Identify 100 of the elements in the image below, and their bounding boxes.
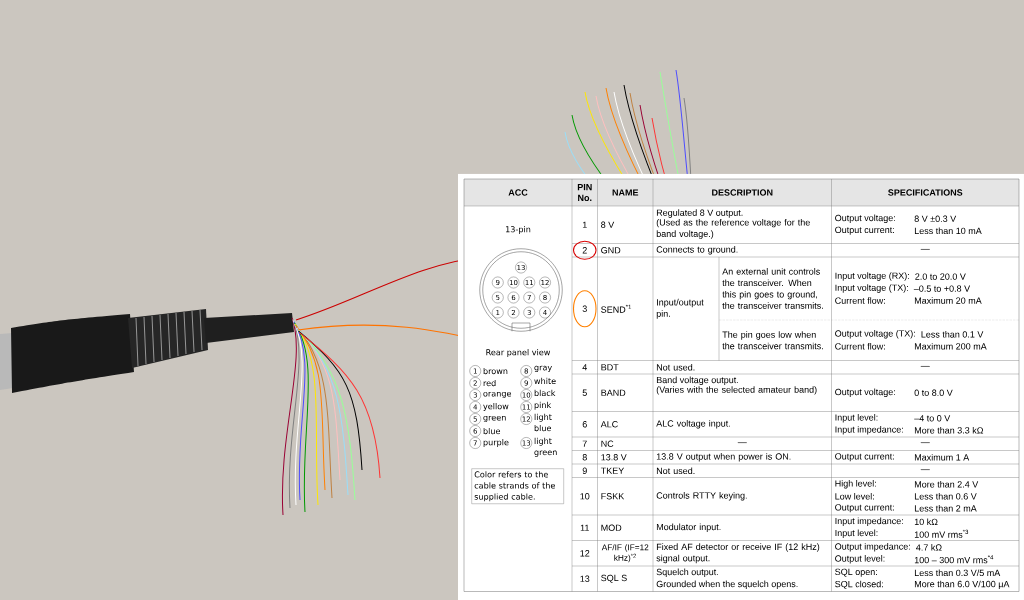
- spec-value: 2.0 to 20.0 V: [915, 273, 966, 280]
- spec-label: Output current:: [835, 504, 894, 513]
- spec-label: Output current:: [835, 453, 894, 462]
- pin-number: 13: [580, 575, 590, 582]
- color-key-text: blue: [483, 427, 501, 435]
- color-key-text: red: [483, 379, 496, 387]
- spec-label: Low level:: [835, 492, 874, 500]
- spec-label: Input level:: [835, 414, 878, 423]
- spec-label: Input impedance:: [835, 517, 903, 526]
- spec-value: 8 V ±0.3 V: [914, 215, 957, 222]
- not-applicable-dash: —: [737, 442, 747, 444]
- description-text: An external unit controls the transceiver. When this pin goes to ground, the transceiver transmits.: [722, 268, 823, 309]
- spec-value: Less than 0.1 V: [921, 331, 984, 338]
- description-text: Controls RTTY keying.: [656, 492, 747, 501]
- pin-number: 7: [582, 440, 587, 447]
- spec-label: Input voltage (TX):: [835, 284, 908, 293]
- spec-value: More than 2.4 V: [914, 480, 979, 488]
- spec-value: –4 to 0 V: [914, 415, 951, 422]
- description-text: Fixed AF detector or receive IF (12 kHz) signal output.: [656, 543, 820, 564]
- color-key-text: light green: [534, 437, 557, 457]
- spec-label: Input level:: [835, 529, 878, 538]
- description-text: ALC voltage input.: [656, 420, 730, 429]
- spec-value: Less than 0.6 V: [914, 492, 977, 500]
- signal-name: BAND: [601, 389, 626, 396]
- pin-number: 3: [582, 305, 587, 312]
- color-key-text: brown: [483, 367, 508, 375]
- signal-name: SQL S: [601, 574, 627, 583]
- pin-number: 8: [582, 454, 587, 461]
- description-text: Connects to ground.: [656, 246, 738, 255]
- description-text: (Varies with the selected amateur band): [656, 386, 817, 395]
- pin-number: 2: [582, 247, 587, 254]
- pin-number: 11: [580, 524, 589, 531]
- pin-number: 6: [582, 421, 587, 428]
- column-header: PIN No.: [577, 183, 592, 202]
- signal-name: ALC: [600, 421, 618, 428]
- spec-value: –0.5 to +0.8 V: [913, 285, 971, 292]
- connector-caption: 13-pin: [506, 226, 531, 234]
- column-header: NAME: [612, 189, 639, 196]
- spec-value: Maximum 1 A: [914, 453, 970, 461]
- description-text: Grounded when the squelch opens.: [656, 580, 798, 589]
- spec-label: High level:: [835, 480, 876, 489]
- not-applicable-dash: —: [920, 365, 930, 367]
- signal-name: 8 V: [601, 221, 615, 228]
- spec-value: 100 – 300 mV rms$^{*4}$: [914, 555, 994, 564]
- column-header: ACC: [508, 189, 528, 196]
- spec-value: Less than 2 mA: [914, 504, 977, 512]
- spec-label: Output current:: [835, 226, 894, 235]
- pin-number: 4: [582, 364, 587, 371]
- signal-name: TKEY: [600, 467, 624, 474]
- signal-name: SEND$^{*1}$: [601, 304, 632, 313]
- description-text: (Used as the reference voltage for the band voltage.): [656, 218, 810, 239]
- description-text: Squelch output.: [656, 568, 718, 577]
- pin-number: 5: [582, 389, 587, 396]
- description-text: Not used.: [656, 363, 695, 371]
- color-key-text: white: [534, 377, 556, 385]
- spec-label: Output level:: [835, 555, 885, 564]
- pin-number: 10: [580, 493, 590, 500]
- signal-name: BDT: [601, 364, 619, 371]
- column-header: SPECIFICATIONS: [888, 189, 963, 196]
- spec-label: SQL open:: [835, 568, 877, 577]
- spec-value: 0 to 8.0 V: [914, 389, 953, 396]
- spec-value: 10 kΩ: [914, 518, 938, 526]
- signal-name: AF/IF (IF=12 kHz)$^{*2}$: [601, 544, 649, 563]
- description-text: Input/output pin.: [656, 298, 704, 319]
- view-caption: Rear panel view: [486, 349, 551, 357]
- color-key-text: black: [534, 389, 556, 397]
- not-applicable-dash: —: [920, 442, 930, 444]
- pin-number: 12: [580, 550, 590, 557]
- spec-value: 100 mV rms$^{*3}$: [914, 529, 969, 538]
- spec-label: Output voltage:: [835, 214, 895, 223]
- spec-label: Current flow:: [835, 297, 885, 304]
- spec-value: Less than 0.3 V/5 mA: [914, 569, 1001, 577]
- spec-value: More than 3.3 kΩ: [914, 426, 984, 434]
- spec-label: Input voltage (RX):: [835, 272, 909, 281]
- description-text: 13.8 V output when power is ON.: [656, 453, 791, 462]
- spec-value: Maximum 200 mA: [914, 342, 987, 350]
- not-applicable-dash: —: [920, 248, 930, 250]
- description-text: Band voltage output.: [656, 376, 738, 385]
- spec-label: SQL closed:: [835, 580, 883, 589]
- spec-value: 4.7 kΩ: [916, 544, 942, 551]
- description-text: Regulated 8 V output.: [656, 209, 743, 218]
- pin-number: 9: [582, 467, 587, 474]
- description-text: Not used.: [656, 467, 695, 475]
- spec-value: More than 6.0 V/100 μA: [914, 580, 1010, 589]
- color-key-text: purple: [483, 439, 509, 447]
- spec-label: Current flow:: [835, 342, 885, 350]
- color-key-text: green: [483, 415, 506, 423]
- spec-label: Output voltage:: [835, 388, 895, 397]
- pin-number: 1: [582, 221, 587, 228]
- color-key-text: orange: [483, 391, 512, 399]
- signal-name: NC: [601, 440, 614, 447]
- spec-label: Output impedance:: [835, 543, 910, 552]
- description-text: The pin goes low when the transceiver transmits.: [722, 331, 823, 350]
- note-box: Color refers to the cable strands of the supplied cable.: [471, 468, 564, 504]
- spec-value: Maximum 20 mA: [914, 297, 982, 304]
- signal-name: 13.8 V: [601, 454, 627, 461]
- signal-name: FSKK: [601, 493, 625, 500]
- color-key-text: gray: [534, 365, 552, 372]
- description-text: Modulator input.: [656, 523, 721, 532]
- spec-label: Output voltage (TX):: [835, 330, 915, 339]
